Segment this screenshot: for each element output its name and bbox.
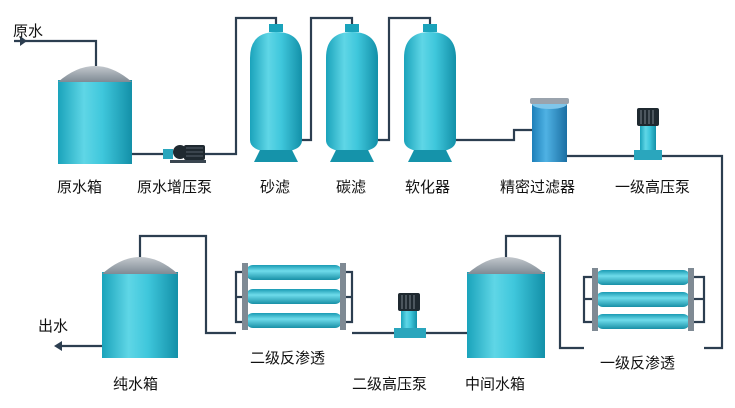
pipe-network — [14, 16, 724, 350]
softener-label: 软化器 — [405, 178, 451, 196]
carbon-filter-label: 碳滤 — [336, 178, 367, 196]
first-ro-membranes — [592, 268, 694, 331]
raw-booster-pump — [163, 145, 206, 163]
sand-filter-vessel — [250, 24, 302, 162]
pipe-carbon-to-softener — [378, 16, 432, 142]
precision-filter-label: 精密过滤器 — [500, 178, 576, 196]
first-hp-pump-label: 一级高压泵 — [615, 178, 691, 196]
pure-water-tank — [102, 257, 178, 358]
raw-water-tank — [58, 66, 132, 164]
raw-water-arrow-icon — [20, 36, 27, 46]
pipe-ro1-to-mid — [504, 234, 584, 350]
carbon-filter-vessel — [326, 24, 378, 162]
pipe-sand-to-carbon — [300, 16, 354, 142]
pipe-softener-to-precision — [456, 128, 532, 142]
first-hp-pump — [634, 108, 662, 160]
second-ro-membranes — [242, 263, 346, 330]
pipe-hp1-to-ro1 — [662, 154, 724, 350]
intermediate-tank-label: 中间水箱 — [465, 375, 526, 393]
second-hp-pump-label: 二级高压泵 — [352, 375, 428, 393]
pure-water-tank-label: 纯水箱 — [113, 375, 159, 393]
second-hp-pump — [394, 293, 426, 338]
outlet-arrow-icon — [54, 341, 62, 351]
first-ro-label: 一级反渗透 — [600, 354, 676, 372]
pipe-ro2-to-pure — [138, 234, 236, 335]
precision-filter — [530, 98, 569, 162]
intermediate-water-tank — [467, 257, 545, 358]
pipe-raw-inlet — [14, 39, 98, 66]
sand-filter-label: 砂滤 — [260, 178, 291, 196]
water-outlet-label: 出水 — [38, 317, 69, 335]
pipe-booster-to-sand — [205, 16, 278, 156]
raw-water-inlet-label: 原水 — [13, 22, 44, 40]
second-ro-label: 二级反渗透 — [250, 349, 326, 367]
softener-vessel — [404, 24, 456, 162]
raw-booster-pump-label: 原水增压泵 — [137, 178, 213, 196]
raw-water-tank-label: 原水箱 — [57, 178, 103, 196]
